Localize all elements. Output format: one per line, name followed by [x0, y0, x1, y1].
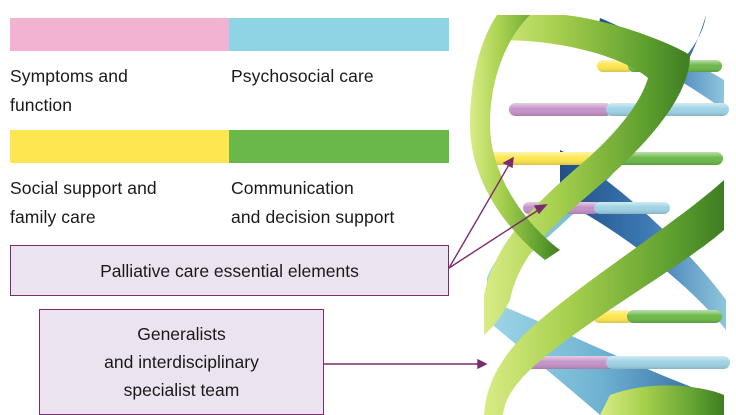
green-strand-front-bottom-right — [600, 385, 724, 415]
legend-psychosocial-label: Psychosocial care — [231, 62, 374, 91]
callout-essential-elements: Palliative care essential elements — [10, 245, 449, 296]
callout-team: Generalists and interdisciplinary specia… — [39, 309, 324, 415]
legend-communication-label: Communication and decision support — [231, 174, 395, 232]
legend-communication-text: Communication and decision support — [231, 178, 395, 227]
legend-psychosocial-text: Psychosocial care — [231, 66, 374, 86]
green-strand-front-left — [470, 15, 560, 260]
legend-social-label: Social support and family care — [10, 174, 157, 232]
legend-social-text: Social support and family care — [10, 178, 157, 227]
swatch-psychosocial-blue — [229, 18, 449, 51]
legend-symptoms-label: Symptoms and function — [10, 62, 128, 120]
swatch-symptoms-pink — [10, 18, 229, 51]
green-strand-front-lower — [484, 180, 724, 415]
rung-2 — [509, 103, 729, 116]
swatch-communication-green — [229, 130, 449, 163]
callout-essential-text: Palliative care essential elements — [100, 260, 359, 281]
green-strand-front-top — [484, 15, 690, 335]
rung-5 — [593, 310, 722, 323]
pointer-lines — [324, 156, 548, 370]
legend-symptoms-text: Symptoms and function — [10, 66, 128, 115]
blue-strand-back-dark — [560, 150, 726, 330]
callout-team-text: Generalists and interdisciplinary specia… — [104, 324, 259, 400]
swatch-social-yellow — [10, 130, 229, 163]
rung-6 — [509, 356, 730, 369]
